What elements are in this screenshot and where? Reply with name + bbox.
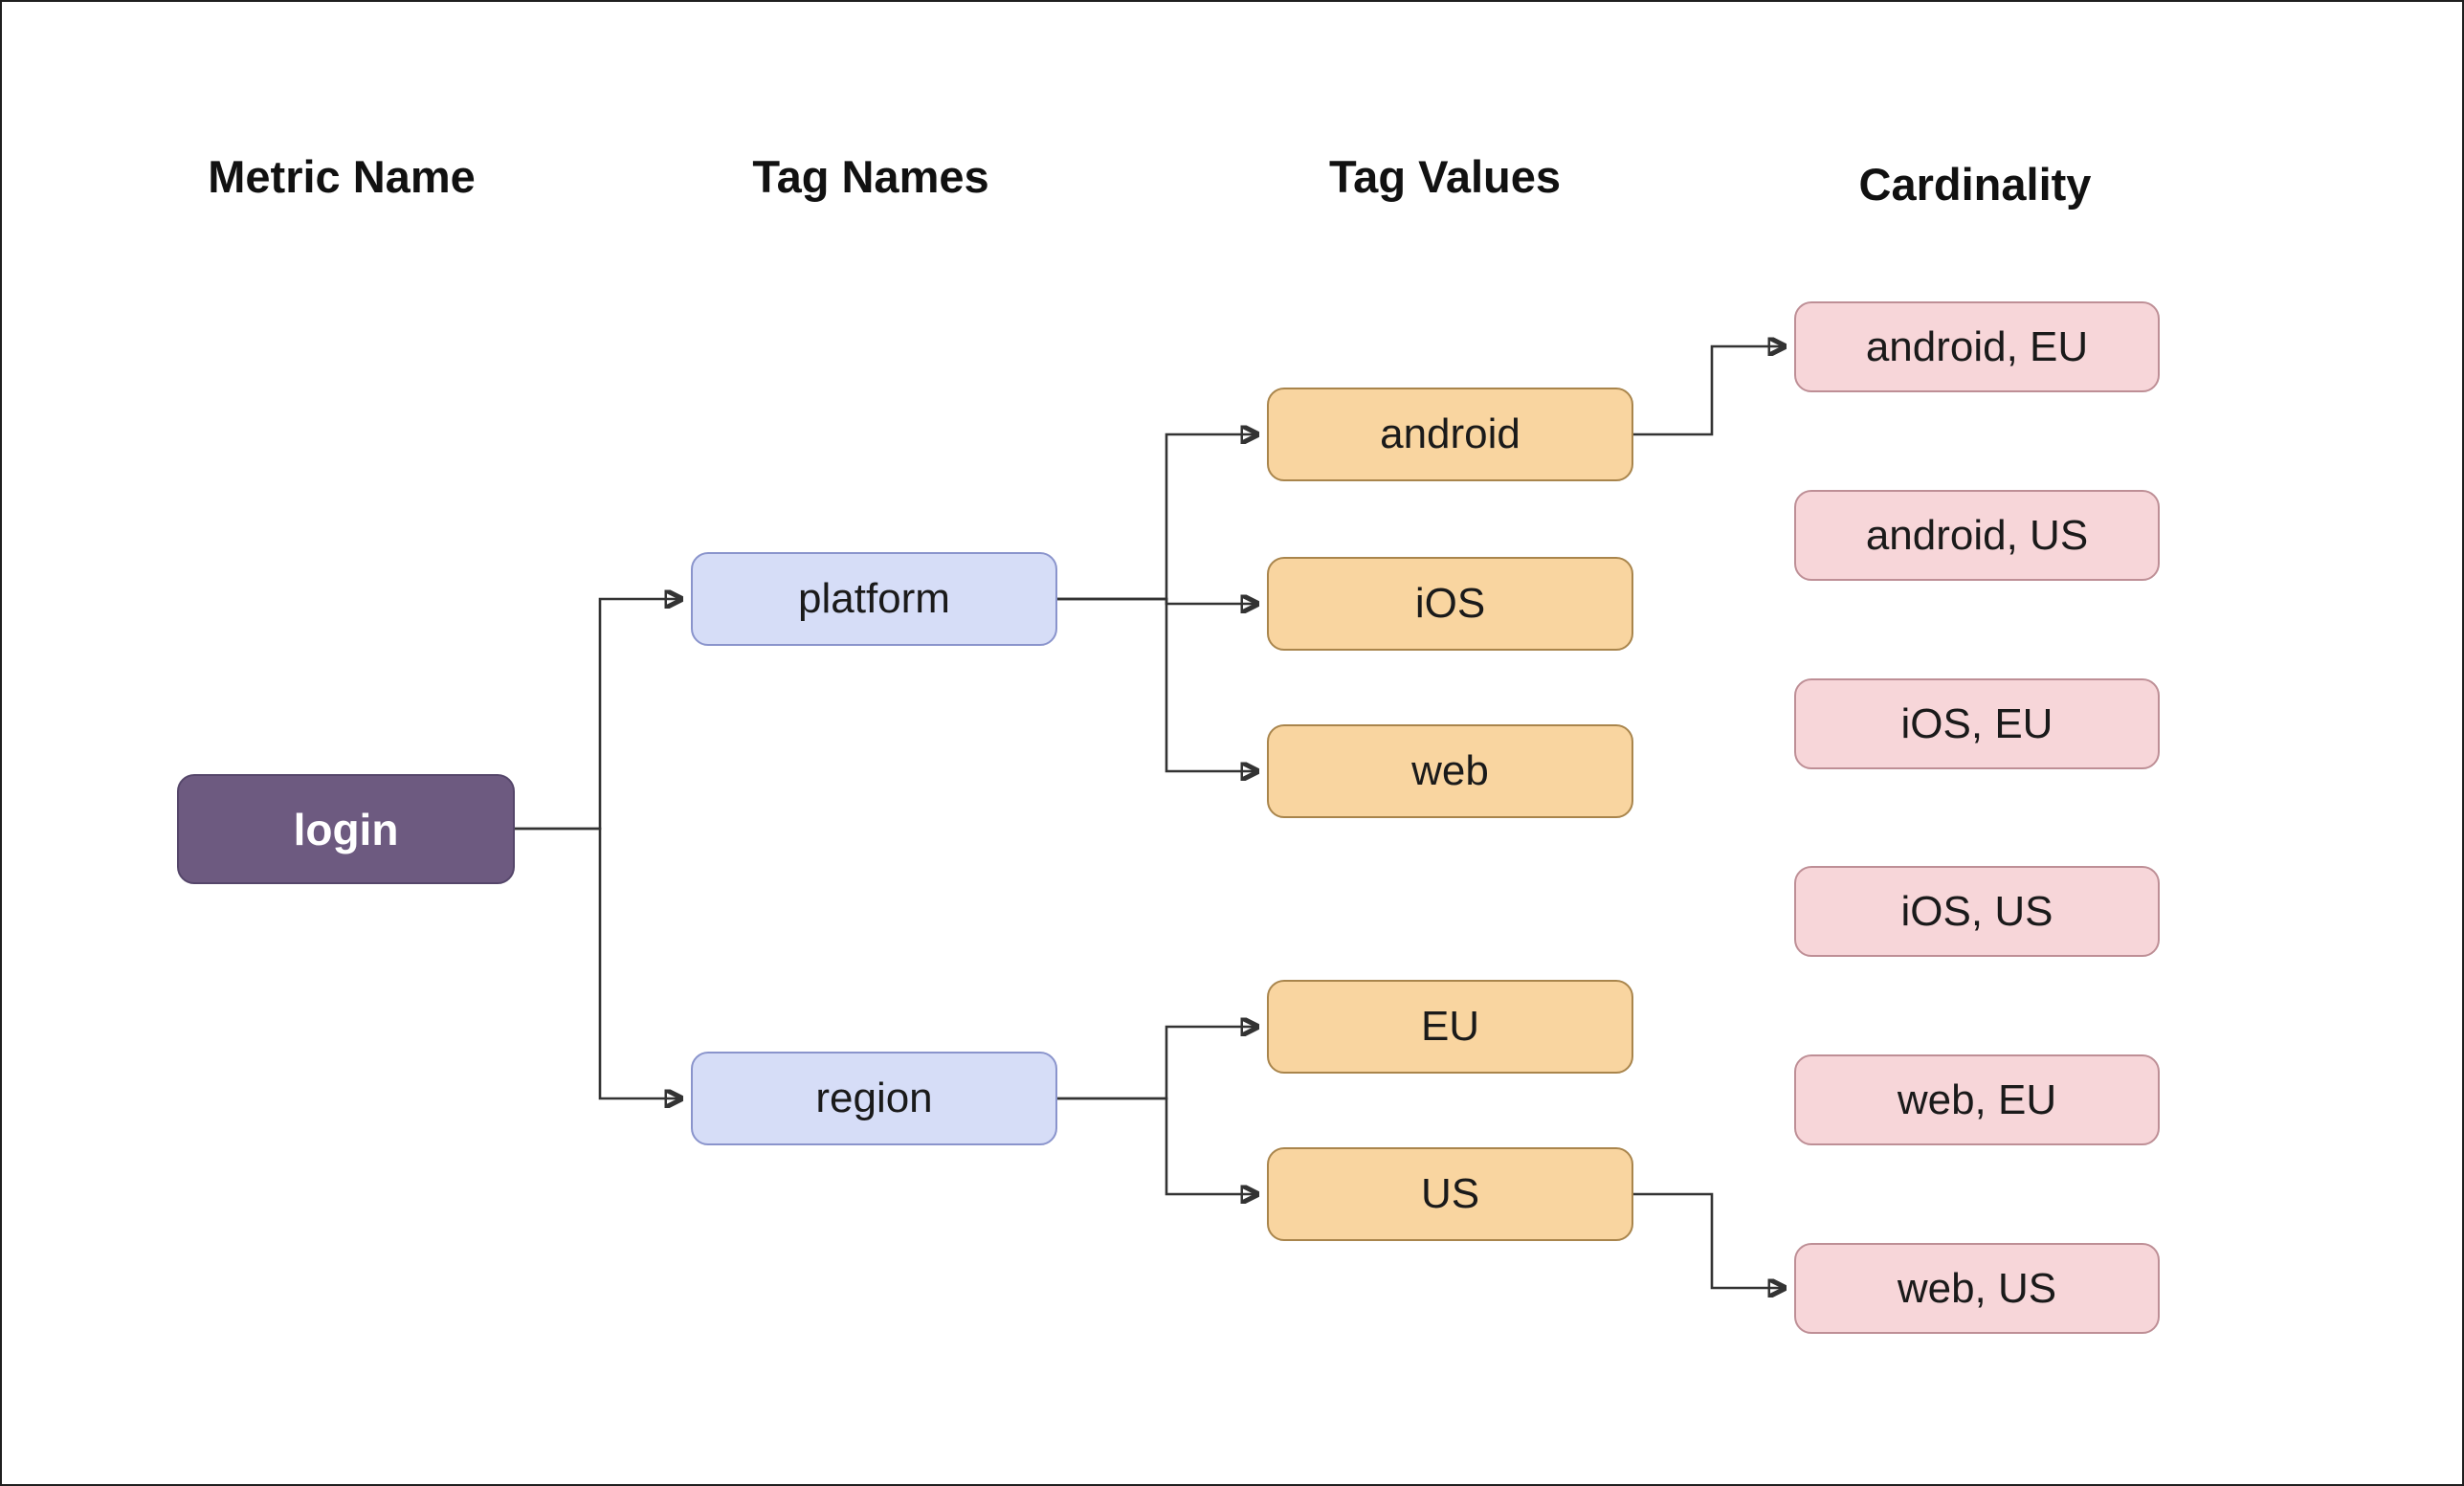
node-tagvalue-android: android [1267, 388, 1633, 481]
edge-android-android-eu [1633, 346, 1785, 436]
node-tagname-region: region [691, 1052, 1057, 1145]
node-tagvalue-ios-label: iOS [1414, 580, 1486, 627]
node-cardinality-ios-us-label: iOS, US [1900, 887, 2053, 935]
node-metric-login: login [177, 774, 515, 884]
edge-login-platform [515, 599, 681, 831]
edge-platform-android [1057, 434, 1257, 601]
edge-region-us [1057, 1097, 1257, 1194]
node-cardinality-web-eu-label: web, EU [1897, 1076, 2057, 1123]
node-tagvalue-android-label: android [1380, 410, 1521, 457]
edge-platform-ios [1057, 599, 1257, 604]
node-tagvalue-ios: iOS [1267, 557, 1633, 651]
node-cardinality-android-eu-label: android, EU [1865, 322, 2089, 370]
node-cardinality-ios-us: iOS, US [1794, 866, 2160, 957]
column-header-metric-name: Metric Name [208, 151, 476, 202]
node-cardinality-ios-eu: iOS, EU [1794, 678, 2160, 769]
edge-us-web-us [1633, 1192, 1785, 1288]
node-cardinality-web-eu: web, EU [1794, 1054, 2160, 1145]
node-tagvalue-us: US [1267, 1147, 1633, 1241]
node-cardinality-android-eu: android, EU [1794, 301, 2160, 392]
edge-platform-web [1057, 597, 1257, 771]
node-tagname-region-label: region [815, 1075, 933, 1121]
node-tagvalue-us-label: US [1420, 1170, 1480, 1217]
node-metric-login-label: login [293, 804, 399, 854]
node-tagname-platform: platform [691, 552, 1057, 646]
node-tagvalue-eu: EU [1267, 980, 1633, 1074]
node-cardinality-ios-eu-label: iOS, EU [1900, 699, 2053, 747]
node-tagvalue-eu-label: EU [1420, 1003, 1480, 1050]
column-header-cardinality: Cardinality [1858, 159, 2092, 210]
node-tagvalue-web: web [1267, 724, 1633, 818]
node-tagname-platform-label: platform [798, 575, 950, 622]
node-cardinality-web-us: web, US [1794, 1243, 2160, 1334]
column-header-tag-names: Tag Names [752, 151, 989, 202]
node-cardinality-web-us-label: web, US [1897, 1264, 2057, 1312]
column-header-tag-values: Tag Values [1328, 151, 1562, 202]
edge-region-eu [1057, 1027, 1257, 1100]
node-cardinality-android-us: android, US [1794, 490, 2160, 581]
node-cardinality-android-us-label: android, US [1865, 511, 2089, 559]
edge-login-region [515, 827, 681, 1098]
node-tagvalue-web-label: web [1411, 747, 1489, 794]
